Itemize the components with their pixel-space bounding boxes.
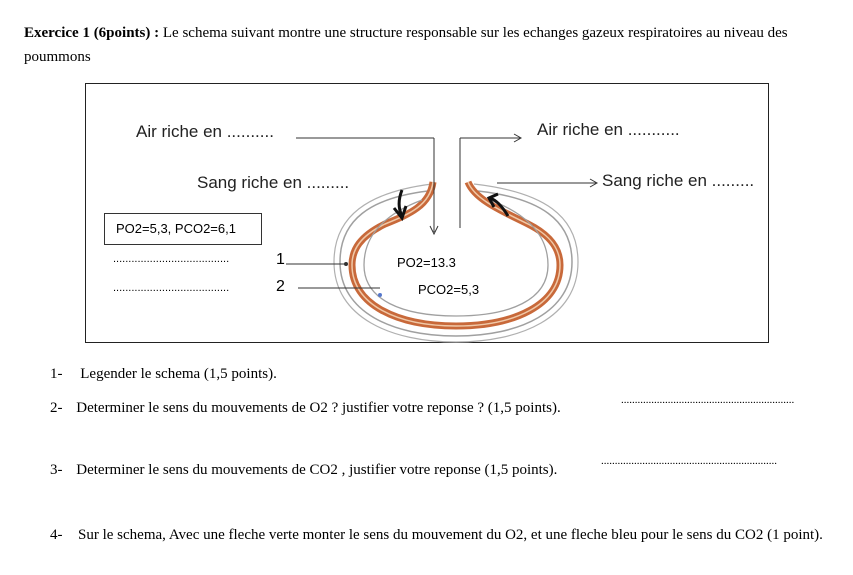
label-2-number: 2	[276, 278, 285, 295]
label-1-dots: ......................................	[113, 253, 230, 265]
question-3-number: 3-	[50, 462, 63, 478]
capillary-highlight	[351, 181, 561, 327]
question-2: 2- Determiner le sens du mouvements de O…	[50, 399, 650, 417]
inner-membrane	[363, 199, 549, 317]
question-4-number: 4-	[50, 527, 63, 543]
blood-in-arrowhead	[392, 205, 408, 222]
label-air-in: Air riche en ..........	[136, 122, 274, 141]
label-1-dot	[344, 262, 348, 266]
blood-in-arrow	[397, 189, 404, 217]
question-4-text: Sur le schema, Avec une fleche verte mon…	[78, 527, 823, 543]
alveole-pco2: PCO2=5,3	[418, 282, 480, 297]
label-2-dot	[378, 293, 382, 297]
question-1-number: 1-	[50, 366, 63, 382]
question-4: 4- Sur le schema, Avec une fleche verte …	[50, 526, 830, 544]
question-2-text: Determiner le sens du mouvements de O2 ?…	[76, 400, 561, 416]
question-1-text: Legender le schema (1,5 points).	[80, 366, 277, 382]
air-in-arrowhead	[429, 225, 439, 236]
label-air-out: Air riche en ...........	[537, 120, 680, 139]
blood-out-arrowhead-2	[486, 192, 499, 208]
label-blood-in: Sang riche en .........	[197, 173, 350, 192]
exercise-intro-text: Le schema suivant montre une structure r…	[24, 25, 788, 65]
outer-membrane	[339, 190, 573, 337]
question-2-answer-line[interactable]: ........................................…	[621, 394, 795, 406]
question-1: 1- Legender le schema (1,5 points).	[50, 365, 830, 383]
label-1-number: 1	[276, 251, 285, 268]
figure-frame	[85, 83, 769, 343]
label-2-dots: ......................................	[113, 282, 230, 294]
question-2-number: 2-	[50, 400, 63, 416]
label-blood-out: Sang riche en .........	[602, 171, 755, 190]
question-3-text: Determiner le sens du mouvements de CO2 …	[76, 462, 558, 478]
question-3: 3- Determiner le sens du mouvements de C…	[50, 461, 610, 479]
air-out-arrowhead	[513, 133, 523, 143]
exercise-intro: Exercice 1 (6points) : Le schema suivant…	[24, 21, 824, 69]
question-3-answer-line[interactable]: ........................................…	[601, 455, 777, 467]
blood-out-arrowhead	[589, 178, 599, 188]
blood-values-box: PO2=5,3, PCO2=6,1	[104, 213, 262, 245]
outer-membrane-2	[333, 183, 579, 343]
exercise-label: Exercice 1 (6points) :	[24, 25, 160, 41]
capillary	[348, 180, 564, 330]
blood-out-arrow	[489, 196, 510, 217]
alveole-po2: PO2=13.3	[397, 255, 456, 270]
